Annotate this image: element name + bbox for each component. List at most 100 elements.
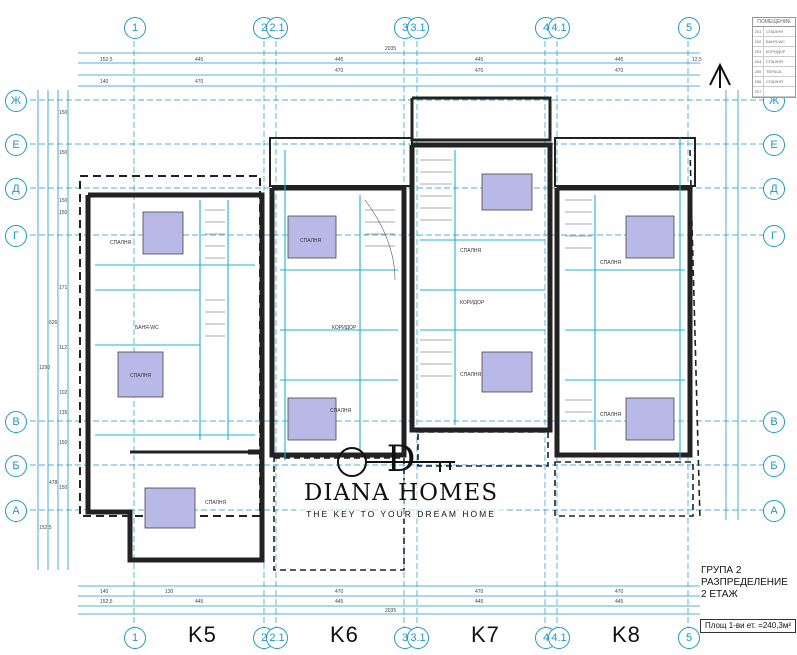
room-label: СПАЛНЯ	[600, 260, 622, 266]
room-label: СПАЛНЯ	[460, 248, 482, 254]
room-label: КОРИДОР	[332, 325, 357, 331]
dim-bottom-5: 470	[615, 589, 624, 595]
dim-left-1: 150	[59, 110, 68, 116]
room-label: СПАЛНЯ	[205, 500, 227, 506]
grid-axis-left-zh: Ж	[5, 90, 27, 112]
unit-label-k6: K6	[330, 622, 359, 647]
dim-left-11: 150	[59, 440, 68, 446]
grid-axis-left-e: Е	[5, 134, 27, 156]
legend-title: ПОМЕЩЕНИЕ	[753, 18, 795, 27]
grid-axis-top-2-1: 2.1	[266, 17, 288, 39]
room-label: СПАЛНЯ	[460, 372, 482, 378]
dim-bottom-4: 470	[475, 589, 484, 595]
dim-top-5: 445	[615, 57, 624, 63]
grid-axis-right-g: Г	[763, 225, 785, 247]
unit-label-k7: K7	[471, 622, 500, 647]
brand-emblem	[337, 447, 455, 477]
dim-left-5: 171	[59, 285, 68, 291]
grid-axis-top-1: 1	[124, 17, 146, 39]
grid-axis-top-3-1: 3.1	[407, 17, 429, 39]
grid-axis-top-5: 5	[678, 17, 700, 39]
grid-axis-left-g: Г	[5, 225, 27, 247]
dim-bottom-r2-2: 445	[195, 599, 204, 605]
grid-axis-left-a: А	[5, 500, 27, 522]
dim-top-6: 12,5	[692, 57, 702, 63]
dim-left-10: 135	[59, 410, 68, 416]
dim-left-3: 150	[59, 198, 68, 204]
stairs	[205, 159, 592, 413]
grid-axis-bottom-5: 5	[678, 627, 700, 649]
dim-left-7: 112	[59, 345, 67, 351]
dim-bottom-3: 470	[335, 589, 344, 595]
dim-left-6: 626	[49, 320, 58, 326]
grid-axis-bottom-4-1: 4.1	[548, 627, 570, 649]
dim-bottom-r2-1: 152,5	[100, 599, 113, 605]
dim-top-2: 445	[195, 57, 204, 63]
room-label: СПАЛНЯ	[130, 373, 152, 379]
area-note: Площ 1-ви ет. =240,3м²	[700, 619, 796, 633]
grid-axis-bottom-1: 1	[124, 627, 146, 649]
grid-axis-top-4-1: 4.1	[548, 17, 570, 39]
grid-axis-right-d: Д	[763, 178, 785, 200]
grid-axis-right-e: Е	[763, 134, 785, 156]
group-title: ГРУПА 2	[701, 565, 742, 576]
dim-top-3: 445	[335, 57, 344, 63]
grid-axis-bottom-3-1: 3.1	[407, 627, 429, 649]
dim-bottom-r2-3: 445	[335, 599, 344, 605]
dim-top-r2-2: 470	[195, 79, 204, 85]
grid-axis-right-a: А	[763, 500, 785, 522]
room-label: СПАЛНЯ	[110, 240, 132, 246]
brand-watermark: D DIANA HOMES THE KEY TO YOUR DREAM HOME	[296, 440, 506, 519]
dim-bottom-r2-5: 445	[615, 599, 624, 605]
room-label: СПАЛНЯ	[600, 412, 622, 418]
room-label: СПАЛНЯ	[300, 238, 322, 244]
dim-left-9: 102	[59, 390, 68, 396]
unit-label-k5: K5	[188, 622, 217, 647]
dim-left-14: 152,5	[39, 525, 52, 531]
dim-top-1: 152,5	[100, 57, 113, 63]
dim-bottom-total: 2035	[385, 608, 397, 614]
unit-label-k8: K8	[612, 622, 641, 647]
grid-axis-left-b: Б	[5, 455, 27, 477]
brand-logo-icon: D	[386, 439, 416, 480]
beds	[117, 173, 675, 529]
grid-axis-bottom-2-1: 2.1	[266, 627, 288, 649]
legend-row: 207	[753, 87, 795, 97]
walls	[79, 96, 696, 563]
dim-left-8: 1290	[39, 365, 51, 371]
dim-top-r2-1: 140	[100, 79, 109, 85]
dim-left-2: 150	[59, 150, 68, 156]
dim-top-4: 445	[475, 57, 484, 63]
room-label: СПАЛНЯ	[330, 408, 352, 414]
room-label: КОРИДОР	[460, 300, 485, 306]
dim-bottom-1: 140	[100, 589, 109, 595]
interior-lines	[95, 138, 685, 460]
grid-axis-left-d: Д	[5, 178, 27, 200]
brand-tagline: THE KEY TO YOUR DREAM HOME	[296, 509, 506, 519]
dim-top-r2-3: 470	[335, 68, 344, 74]
dim-bottom-2: 130	[165, 589, 174, 595]
group-floor: 2 ЕТАЖ	[701, 589, 738, 600]
dim-bottom-r2-4: 445	[475, 599, 484, 605]
title-block: ГРУПА 2 РАЗПРЕДЕЛЕНИЕ 2 ЕТАЖ	[701, 565, 793, 601]
brand-name: DIANA HOMES	[296, 480, 506, 506]
grid-axis-right-v: В	[763, 411, 785, 433]
dim-top-r2-4: 470	[475, 68, 484, 74]
grid-axis-left-v: В	[5, 411, 27, 433]
dimension-lines	[37, 52, 739, 615]
room-label: БАНЯ-WC	[135, 325, 159, 331]
dim-left-4: 150	[59, 210, 68, 216]
dim-top-total: 2035	[385, 46, 397, 52]
dim-top-r2-5: 470	[615, 68, 624, 74]
dim-left-13: 478	[49, 480, 58, 486]
dim-left-12: 150	[59, 485, 68, 491]
north-arrow-icon	[709, 62, 731, 88]
